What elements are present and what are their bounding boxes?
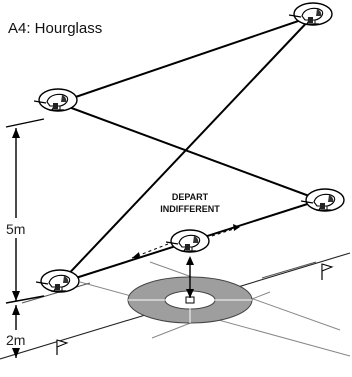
helicopter-icon [165,229,210,253]
depart-label-line1: DEPART [172,192,209,202]
flag-icon [56,339,69,355]
dimension-label-5m: 5m [6,221,25,237]
path-top-left-to-top-right [57,15,314,104]
diagram-title: A4: Hourglass [8,20,103,37]
path-top-left-to-right [57,102,321,201]
helicopter-icon [33,88,78,112]
flag-icon [321,263,334,280]
helicopter-icon [300,188,345,212]
path-top-right-to-bottom-left [59,15,314,284]
depart-label-line2: INDIFFERENT [160,204,220,214]
ground-line-pad-left [21,282,91,304]
ground-line-pad-right [261,261,317,279]
dimension-indicator [5,118,45,358]
dimension-label-2m: 2m [6,332,25,348]
helicopter-icon [35,269,80,293]
landing-pad-icon [127,276,253,324]
